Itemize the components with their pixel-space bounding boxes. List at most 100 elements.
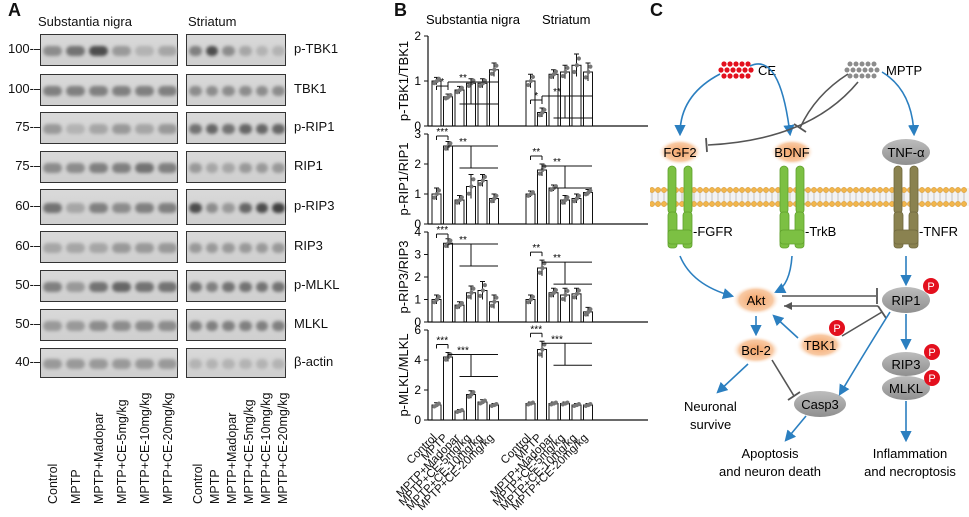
y-axis-label: p-RIP3/RIP3 bbox=[396, 241, 411, 314]
blot-mw-marker: 50- bbox=[0, 277, 40, 292]
blot-str-p-rip3 bbox=[186, 189, 286, 225]
outcome-necroptosis: and necroptosis bbox=[864, 464, 956, 479]
blot-row-label: p-TBK1 bbox=[294, 41, 339, 56]
bar-charts: Substantia nigra Striatum 012p-TBK1/TBK1… bbox=[396, 12, 648, 427]
data-point bbox=[459, 85, 464, 90]
blot-mw-marker: 50- bbox=[0, 316, 40, 331]
data-point bbox=[494, 193, 499, 198]
inhibit-mptp-fgf2 bbox=[707, 81, 859, 146]
data-point bbox=[489, 303, 494, 308]
blot-lane-label: MPTP+CE-5mg/kg bbox=[242, 399, 256, 504]
inhibit-tbk1-rip1 bbox=[841, 311, 883, 337]
sig-label: *** bbox=[457, 346, 469, 357]
data-point bbox=[565, 65, 570, 71]
data-point bbox=[482, 283, 487, 288]
arrow-fgfr-akt bbox=[679, 255, 735, 300]
rip3-node: RIP3 bbox=[892, 357, 921, 372]
blot-str-rip1 bbox=[186, 151, 286, 183]
fgfr-label: -FGFR bbox=[693, 224, 733, 239]
data-point bbox=[459, 408, 464, 413]
data-point bbox=[572, 295, 577, 300]
data-point bbox=[572, 69, 577, 75]
data-point bbox=[480, 178, 485, 183]
blot-lane-label: MPTP+CE-20mg/kg bbox=[161, 392, 175, 505]
data-point bbox=[434, 191, 439, 197]
blot-mw-marker: 40- bbox=[0, 354, 40, 369]
blot-str-mlkl bbox=[186, 309, 286, 341]
panel-b-letter: B bbox=[394, 0, 407, 20]
outcome-neuron-death: and neuron death bbox=[719, 464, 821, 479]
tnfr-label: -TNFR bbox=[919, 224, 958, 239]
panel-c-letter: C bbox=[650, 0, 663, 20]
blot-str-rip3 bbox=[186, 231, 286, 263]
blot-str-p-rip1 bbox=[186, 112, 286, 144]
pathway-diagram: CE MPTP FGF2 BDNF TNF-α -FGFR -TrkB -TNF bbox=[650, 61, 969, 479]
data-point bbox=[459, 195, 464, 200]
data-point bbox=[530, 400, 535, 405]
data-point bbox=[471, 390, 476, 395]
arrow-tbk1-akt bbox=[772, 314, 799, 339]
y-tick-label: 1 bbox=[414, 293, 421, 307]
y-tick-label: 0 bbox=[414, 119, 421, 133]
data-point bbox=[466, 83, 471, 89]
blot-sn-β-actin bbox=[40, 348, 178, 378]
cell-membrane bbox=[650, 187, 969, 207]
data-point bbox=[549, 293, 554, 298]
data-point bbox=[471, 286, 476, 291]
y-tick-label: 0 bbox=[414, 413, 421, 427]
blot-sn-mlkl bbox=[40, 309, 178, 341]
outcome-apoptosis: Apoptosis bbox=[741, 446, 799, 461]
data-point bbox=[588, 64, 593, 69]
data-point bbox=[494, 402, 499, 407]
casp3-node: Casp3 bbox=[801, 397, 839, 412]
blot-title-substantia-nigra: Substantia nigra bbox=[38, 14, 132, 29]
data-point bbox=[549, 74, 554, 80]
bar bbox=[454, 89, 465, 127]
arrow-casp3-apoptosis bbox=[784, 415, 807, 442]
data-point bbox=[530, 190, 535, 195]
y-tick-label: 2 bbox=[414, 383, 421, 397]
data-point bbox=[443, 243, 448, 249]
y-tick-label: 2 bbox=[414, 157, 421, 171]
data-point bbox=[574, 63, 579, 68]
blot-str-p-tbk1 bbox=[186, 34, 286, 66]
trkb-receptor bbox=[779, 165, 805, 249]
data-point bbox=[448, 141, 453, 146]
bar bbox=[537, 169, 547, 225]
y-tick-label: 0 bbox=[414, 315, 421, 329]
data-point bbox=[489, 199, 494, 204]
sig-label: *** bbox=[436, 336, 448, 347]
data-point bbox=[432, 300, 437, 305]
mlkl-node: MLKL bbox=[889, 381, 923, 396]
bar bbox=[477, 180, 488, 225]
blot-sn-p-rip1 bbox=[40, 112, 178, 144]
blot-lane-label: MPTP+CE-10mg/kg bbox=[259, 392, 273, 505]
blot-lane-label: MPTP+Madopar bbox=[225, 412, 239, 504]
data-point bbox=[588, 307, 593, 312]
arrow-rip1-casp3 bbox=[838, 311, 891, 396]
blot-mw-marker: 60- bbox=[0, 198, 40, 213]
y-tick-label: 2 bbox=[414, 29, 421, 43]
mlkl-phospho: P bbox=[928, 373, 935, 385]
chart-title-striatum: Striatum bbox=[542, 12, 590, 27]
bar bbox=[443, 242, 453, 323]
data-point bbox=[576, 193, 581, 198]
blot-lane-label: Control bbox=[191, 463, 205, 504]
y-tick-label: 4 bbox=[414, 353, 421, 367]
bcl2-node: Bcl-2 bbox=[741, 343, 771, 358]
bar bbox=[443, 96, 453, 127]
y-tick-label: 0 bbox=[414, 217, 421, 231]
arrow-ce-fgf2 bbox=[674, 73, 721, 137]
bar bbox=[537, 267, 547, 323]
data-point bbox=[530, 294, 535, 299]
sig-label: ** bbox=[553, 253, 561, 264]
blot-row-label: MLKL bbox=[294, 316, 328, 331]
data-point bbox=[478, 83, 483, 89]
blot-lane-label: MPTP+CE-10mg/kg bbox=[138, 392, 152, 505]
y-tick-label: 3 bbox=[414, 127, 421, 141]
sig-label: * bbox=[440, 77, 444, 88]
data-point bbox=[576, 288, 581, 293]
data-point bbox=[526, 82, 531, 88]
data-point bbox=[563, 292, 568, 298]
y-tick-label: 3 bbox=[414, 248, 421, 262]
